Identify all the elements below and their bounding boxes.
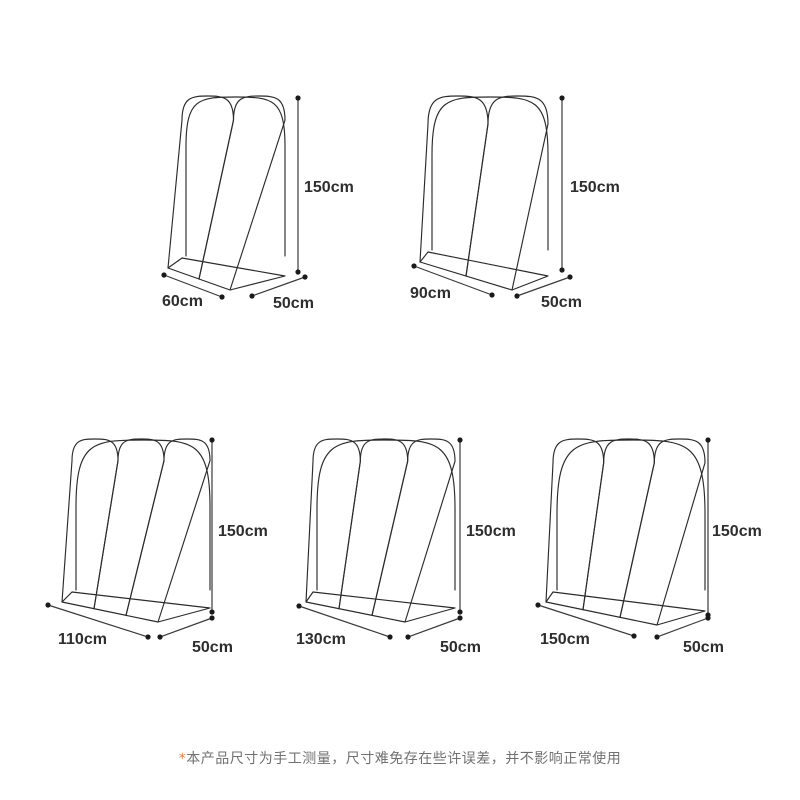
width-label: 150cm <box>540 631 590 648</box>
dimension-dot <box>457 437 463 443</box>
dimension-dot <box>387 634 393 640</box>
dimension-dot <box>295 95 301 101</box>
width-dimension-line <box>298 605 391 638</box>
cover-arch-panel <box>465 95 549 291</box>
depth-label: 50cm <box>683 639 724 656</box>
dimension-dot <box>411 263 417 269</box>
dimension-dot <box>705 615 711 621</box>
dimension-dot <box>296 603 302 609</box>
depth-dimension-line <box>251 276 306 297</box>
width-dimension-line <box>47 604 149 638</box>
cover-back-arch <box>431 96 549 251</box>
cover-arch-panel <box>371 438 456 623</box>
dimension-dot <box>559 95 565 101</box>
height-label: 150cm <box>218 523 268 540</box>
cover-base <box>167 257 286 291</box>
cover-arch-panel <box>582 438 655 618</box>
dimension-dot <box>631 633 637 639</box>
cover-arch-panel <box>305 438 361 610</box>
height-label: 150cm <box>712 523 762 540</box>
cover-base <box>545 591 706 626</box>
wardrobe-cover-2: 150cm 90cm 50cm <box>410 95 620 311</box>
cover-arch-panel <box>125 438 211 623</box>
cover-base <box>61 591 211 623</box>
width-label: 60cm <box>162 293 203 310</box>
wardrobe-cover-3: 150cm 110cm 50cm <box>45 437 268 656</box>
cover-arch-panel <box>419 95 489 277</box>
footnote-text: 本产品尺寸为手工测量，尺寸难免存在些许误差，并不影响正常使用 <box>186 751 622 767</box>
dimension-dot <box>705 437 711 443</box>
depth-label: 50cm <box>541 294 582 311</box>
cover-arch-panel <box>619 438 706 626</box>
depth-dimension-line <box>407 617 461 638</box>
footnote: *本产品尺寸为手工测量，尺寸难免存在些许误差，并不影响正常使用 <box>0 748 800 768</box>
dimension-dot <box>457 615 463 621</box>
dimension-dot <box>654 634 660 640</box>
depth-dimension-line <box>159 617 213 638</box>
wardrobe-cover-5: 150cm 150cm 50cm <box>535 437 762 656</box>
dimension-dot <box>219 294 225 300</box>
cover-back-arch <box>75 439 211 591</box>
dimension-dot <box>567 274 573 280</box>
width-dimension-line <box>163 274 223 298</box>
cover-back-arch <box>556 439 706 591</box>
depth-label: 50cm <box>192 639 233 656</box>
cover-arch-panel <box>338 438 409 616</box>
dimension-dot <box>249 293 255 299</box>
dimension-dot <box>161 272 167 278</box>
depth-dimension-line <box>656 617 709 638</box>
cover-arch-panel <box>61 438 119 610</box>
wardrobe-cover-4: 150cm 130cm 50cm <box>296 437 516 656</box>
dimension-dot <box>157 634 163 640</box>
dimension-dot <box>45 602 51 608</box>
dimension-dot <box>209 437 215 443</box>
dimension-dot <box>535 602 541 608</box>
cover-arch-panel <box>167 95 235 280</box>
dimension-dot <box>302 274 308 280</box>
depth-dimension-line <box>516 276 571 297</box>
dimension-dot <box>405 634 411 640</box>
dimension-dot <box>295 269 301 275</box>
height-label: 150cm <box>304 179 354 196</box>
cover-arch-panel <box>545 438 605 611</box>
footnote-asterisk: * <box>178 751 187 767</box>
cover-back-arch <box>316 439 456 591</box>
dimension-dot <box>145 634 151 640</box>
cover-back-arch <box>185 96 286 257</box>
depth-label: 50cm <box>273 295 314 312</box>
cover-arch-panel <box>93 438 165 616</box>
width-label: 130cm <box>296 631 346 648</box>
width-dimension-line <box>413 265 493 296</box>
width-dimension-line <box>537 604 635 637</box>
dimension-dot <box>209 615 215 621</box>
dimension-dot <box>457 609 463 615</box>
width-label: 90cm <box>410 285 451 302</box>
dimension-dot <box>489 292 495 298</box>
width-label: 110cm <box>58 631 107 648</box>
cover-base <box>305 591 456 623</box>
depth-label: 50cm <box>440 639 481 656</box>
height-label: 150cm <box>570 179 620 196</box>
cover-arch-panel <box>198 95 286 291</box>
wardrobe-cover-1: 150cm 60cm 50cm <box>161 95 354 312</box>
cover-base <box>419 251 549 291</box>
dimension-dot <box>514 293 520 299</box>
dimension-dot <box>559 267 565 273</box>
dimension-dot <box>209 609 215 615</box>
height-label: 150cm <box>466 523 516 540</box>
